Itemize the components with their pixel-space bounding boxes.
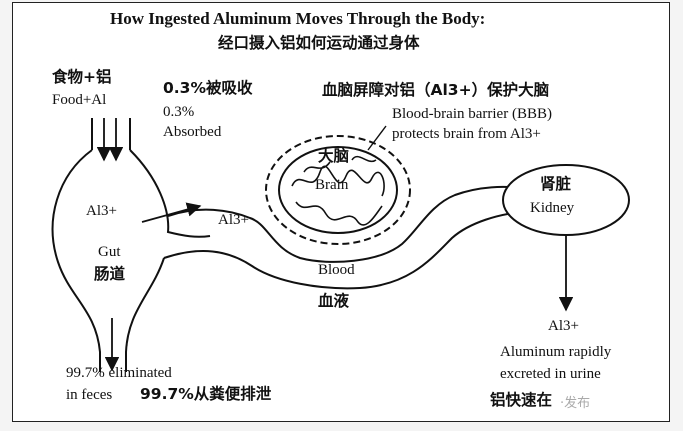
bbb-label-line2: protects brain from Al3+ bbox=[392, 126, 541, 142]
blood-brain-barrier bbox=[265, 135, 411, 245]
absorbed-percent: 0.3% bbox=[163, 104, 195, 120]
title-chinese: 经口摄入铝如何运动通过身体 bbox=[218, 34, 420, 52]
bbb-pointer bbox=[367, 125, 387, 151]
gut-label-chinese: 肠道 bbox=[94, 265, 126, 283]
food-inlet bbox=[91, 118, 131, 150]
urine-label-chinese: 铝快速在 bbox=[490, 391, 553, 409]
absorbed-label-english: Absorbed bbox=[163, 124, 222, 140]
urine-al-ion: Al3+ bbox=[548, 318, 579, 334]
kidney-outline bbox=[502, 164, 630, 236]
eliminated-label-chinese: 99.7%从粪便排泄 bbox=[140, 385, 272, 403]
brain-label-chinese: 大脑 bbox=[318, 147, 350, 165]
absorbed-label-chinese: 0.3%被吸收 bbox=[163, 79, 253, 97]
blood-vessel-lower bbox=[163, 211, 523, 290]
food-label-english: Food+Al bbox=[52, 92, 107, 108]
bbb-label-chinese: 血脑屏障对铝（Al3+）保护大脑 bbox=[322, 81, 550, 99]
gut-al-ion: Al3+ bbox=[86, 203, 117, 219]
blood-vessel-upper bbox=[167, 185, 521, 263]
gut-outline bbox=[51, 149, 211, 372]
kidney-label-english: Kidney bbox=[530, 200, 575, 216]
food-label-chinese: 食物+铝 bbox=[52, 68, 112, 86]
urine-line2: excreted in urine bbox=[500, 366, 601, 382]
blood-label-english: Blood bbox=[318, 262, 355, 278]
gut-label-english: Gut bbox=[98, 244, 121, 260]
urine-line1: Aluminum rapidly bbox=[500, 344, 612, 360]
bbb-label-line1: Blood-brain barrier (BBB) bbox=[392, 106, 552, 122]
kidney-label-chinese: 肾脏 bbox=[540, 175, 572, 193]
blood-al-ion: Al3+ bbox=[218, 212, 249, 228]
eliminated-line2: in feces bbox=[66, 387, 113, 403]
brain-label-english: Brain bbox=[315, 177, 349, 193]
absorb-arrow bbox=[141, 202, 202, 223]
eliminated-line1: 99.7% eliminated bbox=[66, 365, 172, 381]
brain-folds bbox=[291, 155, 385, 226]
watermark: ·发布 bbox=[560, 396, 591, 411]
blood-label-chinese: 血液 bbox=[318, 292, 350, 310]
title-english: How Ingested Aluminum Moves Through the … bbox=[110, 9, 486, 28]
